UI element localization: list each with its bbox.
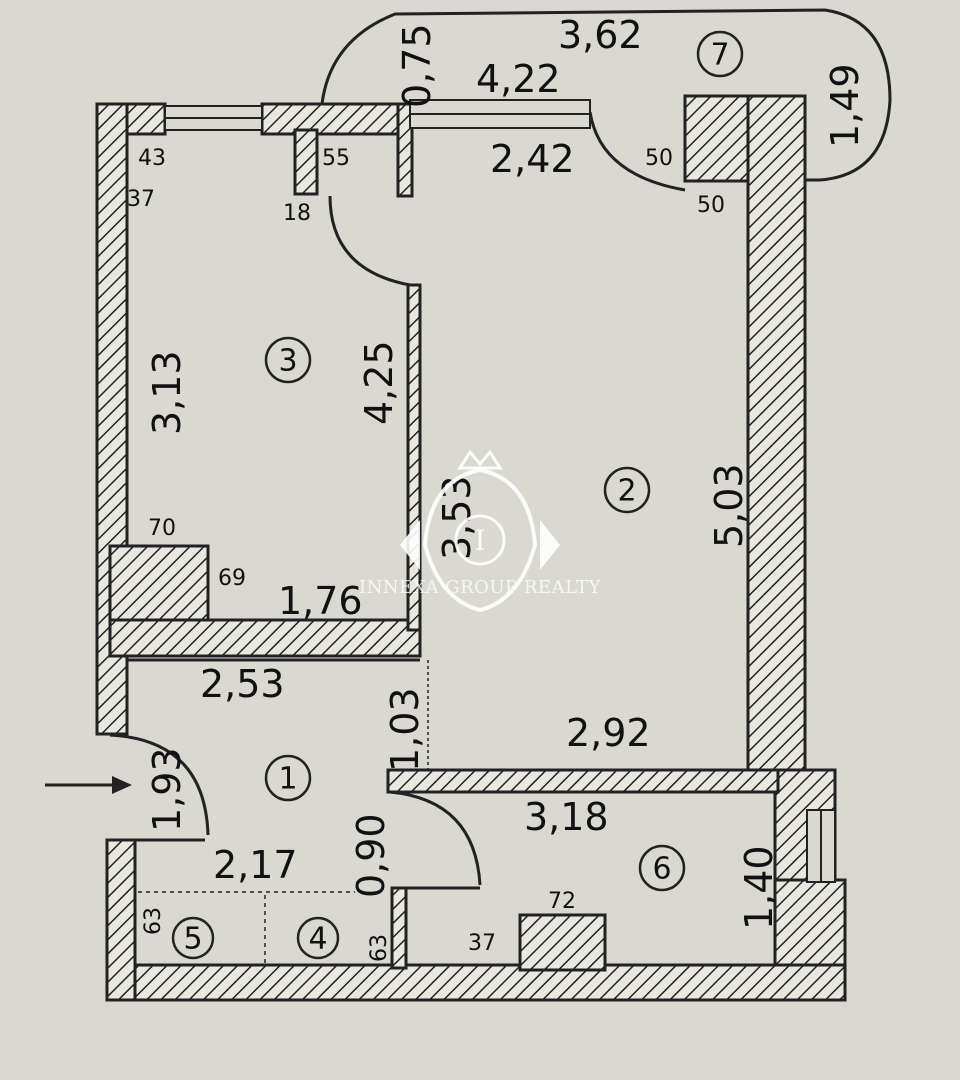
dim-room3-step-a: 70: [148, 516, 176, 541]
room-1-number: 1: [278, 762, 297, 797]
dim-room2-corner-b: 50: [697, 193, 725, 218]
dim-bath-col-a: 72: [548, 889, 576, 914]
dim-hall-bottom: 2,17: [213, 843, 298, 887]
dim-hall-entry: 1,93: [145, 747, 189, 832]
watermark-logo: I INNEXA GROUP REALTY: [359, 449, 602, 613]
dim-room2-corner-a: 50: [645, 146, 673, 171]
dim-closet5-depth: 63: [141, 907, 166, 935]
room-3-circle: [264, 336, 312, 384]
room-7-circle: [696, 30, 744, 78]
interior-lines: [109, 195, 482, 965]
dim-room3-step-b: 69: [218, 566, 246, 591]
room-5-circle: [171, 916, 215, 960]
dim-closet4-depth: 63: [367, 934, 392, 962]
room-4-circle: [296, 916, 340, 960]
walls: [95, 94, 847, 1002]
dim-room3-bottom: 1,76: [278, 579, 363, 623]
room-6-number: 6: [652, 852, 671, 887]
dim-balcony-side: 0,75: [395, 23, 439, 108]
dim-room2-top: 2,42: [490, 137, 575, 181]
balcony-outline: [320, 8, 892, 182]
dim-room3-left: 3,13: [145, 350, 189, 435]
dimension-labels: 3,62 1,49 0,75 4,22 2,42 50 50 5,03 2,92…: [127, 13, 867, 962]
room-5-number: 5: [183, 922, 202, 957]
dim-bath-side: 1,40: [737, 845, 781, 930]
room-2-circle: [603, 466, 651, 514]
dim-room2-partition: 1,03: [383, 687, 427, 772]
dim-room3-right: 4,25: [357, 340, 401, 425]
room-markers: [171, 30, 744, 960]
dim-room3-corner-b: 37: [127, 187, 155, 212]
dim-balcony-width: 3,62: [558, 13, 643, 57]
watermark-text: INNEXA GROUP REALTY: [359, 577, 602, 598]
dim-bath-col-b: 37: [468, 931, 496, 956]
entry-arrow-icon: [45, 776, 132, 794]
dim-room3-corner-c: 55: [322, 146, 350, 171]
dim-room3-corner-d: 18: [283, 201, 311, 226]
room-numbers: 1 2 3 4 5 6 7: [183, 38, 729, 957]
windows: [164, 99, 836, 883]
dim-bath-top: 3,18: [524, 795, 609, 839]
room-2-number: 2: [617, 474, 636, 509]
dim-balcony-window: 4,22: [476, 57, 561, 101]
room-4-number: 4: [308, 922, 327, 957]
room-7-number: 7: [710, 38, 729, 73]
dim-hall-top: 2,53: [200, 662, 285, 706]
room-3-number: 3: [278, 344, 297, 379]
dim-room3-corner-a: 43: [138, 146, 166, 171]
dim-hall-door: 0,90: [349, 813, 393, 898]
room-6-circle: [638, 844, 686, 892]
dim-room2-length: 5,03: [707, 463, 751, 548]
room-1-circle: [264, 754, 312, 802]
watermark-monogram: I: [474, 524, 485, 557]
dim-balcony-depth: 1,49: [823, 63, 867, 148]
balcony-door-arc: [588, 111, 686, 192]
dim-room2-bottom: 2,92: [566, 711, 651, 755]
